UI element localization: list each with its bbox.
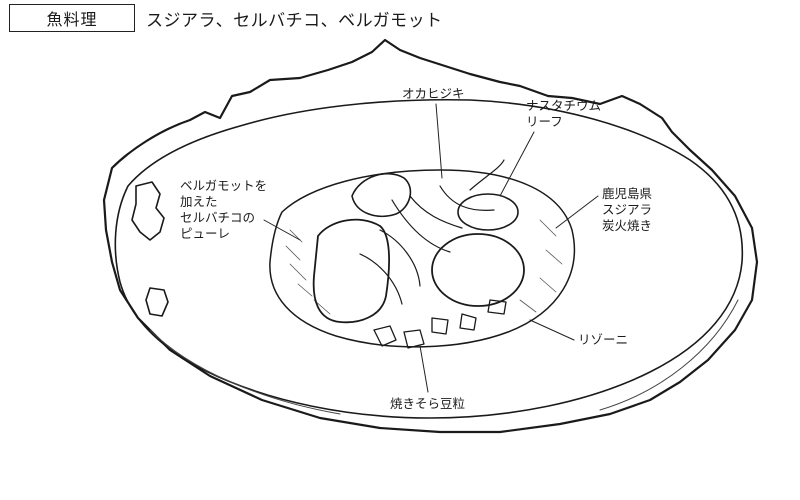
rim-cutout-lower: [145, 287, 169, 317]
rim-cutout-left: [131, 181, 165, 241]
label-fish: 鹿児島県 スジアラ 炭火焼き: [602, 186, 653, 233]
plate-inner-rim: [114, 98, 744, 419]
label-puree: ベルガモットを 加えた セルバチコの ピューレ: [180, 178, 268, 241]
plate-outer-rim: [102, 38, 759, 434]
label-beans: 焼きそら豆粒: [390, 396, 466, 411]
leader-okahijiki: [435, 103, 443, 179]
leader-fish: [555, 195, 599, 229]
leader-lines: [263, 103, 599, 393]
mushroom-top: [351, 172, 412, 218]
fish-fillet: [312, 218, 390, 324]
leader-risotto: [529, 319, 575, 341]
leader-beans: [419, 345, 429, 393]
label-nasturtium: ナスタチウム リーフ: [526, 98, 602, 129]
leader-puree: [263, 219, 301, 241]
category-label-box: 魚料理: [9, 4, 135, 32]
puree-pool: [269, 169, 576, 348]
risoni-and-beans: [373, 299, 507, 349]
category-label: 魚料理: [46, 10, 98, 29]
puree-hatching: [285, 219, 563, 315]
label-okahijiki: オカヒジキ: [402, 86, 465, 101]
label-risotto: リゾーニ: [578, 332, 629, 347]
dish-title: スジアラ、セルバチコ、ベルガモット: [146, 11, 443, 31]
plate-rim-shadow: [149, 299, 739, 415]
leader-nasturtium: [499, 131, 535, 197]
nasturtium-leaf-small: [457, 193, 519, 231]
okahijiki-strands: [359, 159, 505, 305]
nasturtium-leaf-large: [431, 233, 525, 307]
